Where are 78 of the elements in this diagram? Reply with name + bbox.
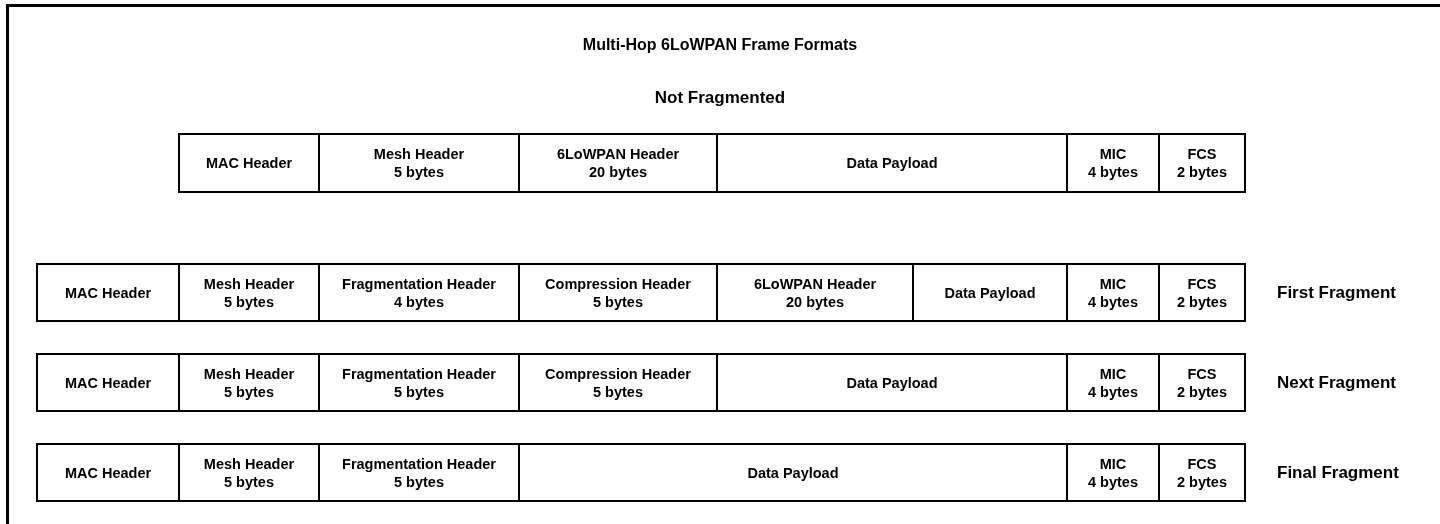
frame-field — [518, 353, 718, 412]
field-size: 5 bytes — [224, 292, 274, 311]
frame-field — [1066, 353, 1160, 412]
field-name: FCS — [1187, 454, 1217, 473]
field-size: 5 bytes — [394, 163, 444, 181]
field-name: Mesh Header — [203, 454, 295, 473]
frame-field — [178, 443, 320, 502]
field-size: 5 bytes — [224, 472, 274, 491]
frame-field — [716, 353, 1068, 412]
frame-field — [716, 263, 914, 322]
field-name: Data Payload — [846, 154, 938, 172]
field-name: Fragmentation Header — [342, 274, 496, 293]
field-name: Data Payload — [747, 463, 839, 482]
field-size: 2 bytes — [1177, 472, 1227, 491]
field-name: MIC — [1099, 145, 1127, 163]
field-size: 5 bytes — [593, 292, 643, 311]
field-name: MAC Header — [64, 373, 152, 392]
field-name: FCS — [1187, 364, 1217, 383]
frame-field — [1158, 133, 1246, 193]
field-name: FCS — [1187, 274, 1217, 293]
field-name: Fragmentation Header — [342, 364, 496, 383]
frame-field — [36, 353, 180, 412]
field-name: MIC — [1099, 274, 1127, 293]
frame-field — [318, 263, 520, 322]
field-name: MAC Header — [64, 283, 152, 302]
field-name: Compression Header — [545, 274, 691, 293]
field-name: MIC — [1099, 364, 1127, 383]
field-name: Compression Header — [545, 364, 691, 383]
frame-field — [1066, 133, 1160, 193]
row-label: Final Fragment — [1277, 463, 1399, 483]
field-name: 6LoWPAN Header — [753, 274, 877, 293]
field-name: Mesh Header — [203, 364, 295, 383]
diagram-title: Multi-Hop 6LoWPAN Frame Formats — [581, 36, 859, 54]
field-name: MAC Header — [64, 463, 152, 482]
field-name: Mesh Header — [373, 145, 465, 163]
frame-field — [178, 353, 320, 412]
frame-field — [318, 443, 520, 502]
field-size: 2 bytes — [1177, 163, 1227, 181]
frame-field — [716, 133, 1068, 193]
frame-field — [1158, 353, 1246, 412]
field-size: 20 bytes — [588, 163, 647, 181]
frame-field — [518, 133, 718, 193]
field-name: Data Payload — [944, 283, 1036, 302]
frame-field — [518, 443, 1068, 502]
field-size: 4 bytes — [394, 292, 444, 311]
frame-field — [36, 443, 180, 502]
field-name: FCS — [1187, 145, 1217, 163]
field-size: 5 bytes — [224, 382, 274, 401]
field-name: 6LoWPAN Header — [556, 145, 680, 163]
field-size: 4 bytes — [1088, 292, 1138, 311]
frame-field — [912, 263, 1068, 322]
field-size: 4 bytes — [1088, 472, 1138, 491]
field-size: 4 bytes — [1088, 163, 1138, 181]
field-size: 5 bytes — [593, 382, 643, 401]
frame-field — [178, 263, 320, 322]
field-size: 5 bytes — [394, 472, 444, 491]
field-size: 2 bytes — [1177, 382, 1227, 401]
frame-field — [1066, 263, 1160, 322]
field-name: MAC Header — [205, 154, 293, 172]
field-size: 5 bytes — [394, 382, 444, 401]
frame-field — [36, 263, 180, 322]
field-size: 2 bytes — [1177, 292, 1227, 311]
frame-field — [1158, 263, 1246, 322]
row-label: First Fragment — [1277, 283, 1397, 303]
field-name: MIC — [1099, 454, 1127, 473]
field-size: 20 bytes — [785, 292, 844, 311]
field-name: Data Payload — [846, 373, 938, 392]
row-label: Next Fragment — [1277, 373, 1397, 393]
frame-field — [1158, 443, 1246, 502]
section-heading: Not Fragmented — [654, 88, 786, 108]
frame-field — [518, 263, 718, 322]
field-name: Fragmentation Header — [342, 454, 496, 473]
frame-field — [318, 133, 520, 193]
frame-field — [318, 353, 520, 412]
field-size: 4 bytes — [1088, 382, 1138, 401]
frame-field — [178, 133, 320, 193]
field-name: Mesh Header — [203, 274, 295, 293]
frame-field — [1066, 443, 1160, 502]
